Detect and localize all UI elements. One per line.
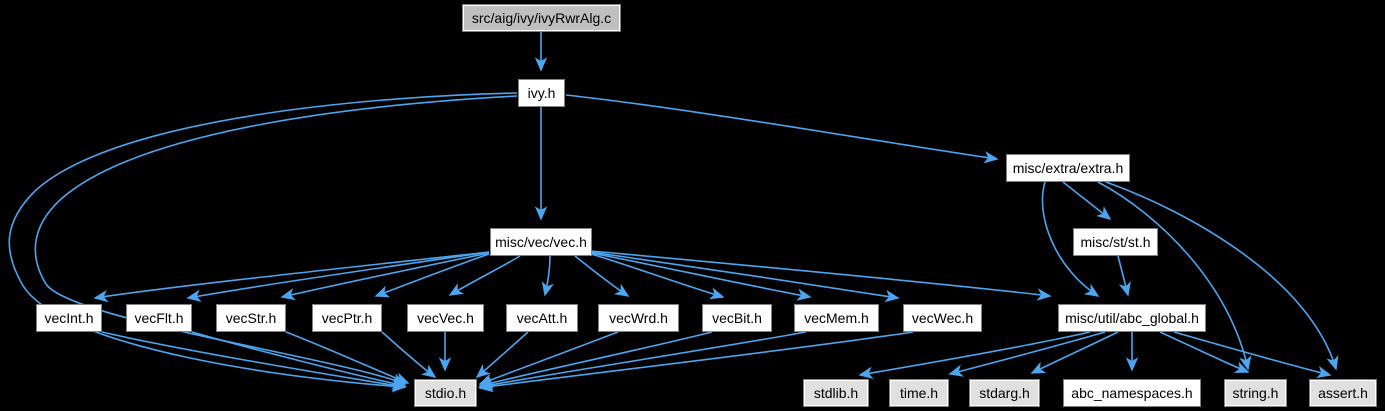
graph-node-vecVec[interactable]: vecVec.h xyxy=(407,304,484,332)
graph-edge xyxy=(448,255,521,296)
graph-edge xyxy=(478,331,914,393)
graph-node-label: vecBit.h xyxy=(712,310,762,326)
graph-edge xyxy=(478,331,807,391)
graph-edge xyxy=(475,331,529,379)
graph-node-extra[interactable]: misc/extra/extra.h xyxy=(1006,154,1130,182)
graph-node-root[interactable]: src/aig/ivy/ivyRwrAlg.c xyxy=(462,4,621,32)
graph-edge xyxy=(374,253,490,298)
graph-node-stdio[interactable]: stdio.h xyxy=(414,379,477,407)
graph-node-abcns[interactable]: abc_namespaces.h xyxy=(1063,379,1201,407)
graph-edge xyxy=(381,331,437,378)
graph-edge xyxy=(1173,331,1332,379)
graph-node-vecFlt[interactable]: vecFlt.h xyxy=(126,304,192,332)
graph-edge xyxy=(285,331,410,385)
graph-node-label: stdio.h xyxy=(424,385,467,401)
graph-edge xyxy=(590,251,900,303)
graph-node-label: vecFlt.h xyxy=(134,310,184,326)
graph-node-label: vecVec.h xyxy=(417,310,474,326)
graph-edge xyxy=(478,331,713,389)
graph-node-label: vecWec.h xyxy=(911,310,974,326)
graph-edge xyxy=(1105,181,1339,371)
graph-edge xyxy=(590,253,725,300)
graph-node-label: vecStr.h xyxy=(225,310,277,326)
graph-node-vec[interactable]: misc/vec/vec.h xyxy=(490,228,592,256)
graph-node-vecStr[interactable]: vecStr.h xyxy=(216,304,286,332)
graph-edge xyxy=(8,92,518,393)
graph-node-label: vecMem.h xyxy=(804,310,869,326)
graph-node-ivy[interactable]: ivy.h xyxy=(518,79,565,107)
graph-edge xyxy=(186,251,490,302)
graph-node-vecPtr[interactable]: vecPtr.h xyxy=(312,304,382,332)
graph-edge xyxy=(948,331,1106,377)
graph-node-label: vecInt.h xyxy=(44,310,94,326)
graph-node-assert[interactable]: assert.h xyxy=(1309,379,1377,407)
graph-node-string[interactable]: string.h xyxy=(1224,379,1287,407)
graph-edge xyxy=(1062,181,1112,220)
graph-edge xyxy=(101,331,407,392)
graph-edge xyxy=(565,94,999,164)
graph-node-label: misc/util/abc_global.h xyxy=(1065,310,1199,326)
graph-node-label: string.h xyxy=(1232,385,1279,401)
graph-edge xyxy=(280,252,490,301)
graph-node-vecWec[interactable]: vecWec.h xyxy=(903,304,982,332)
graph-node-label: src/aig/ivy/ivyRwrAlg.c xyxy=(471,10,612,26)
graph-node-label: stdarg.h xyxy=(979,385,1030,401)
graph-node-label: misc/extra/extra.h xyxy=(1012,160,1124,176)
graph-edge xyxy=(858,331,1091,379)
graph-edge xyxy=(1041,181,1100,297)
graph-node-label: vecPtr.h xyxy=(321,310,373,326)
graph-node-label: assert.h xyxy=(1318,385,1368,401)
graph-edge xyxy=(1030,331,1119,374)
graph-edge xyxy=(590,250,1052,301)
graph-edge xyxy=(574,255,630,297)
graph-node-label: vecWrd.h xyxy=(609,310,668,326)
graph-node-label: ivy.h xyxy=(527,85,556,101)
graph-edge xyxy=(191,331,407,390)
graph-node-abcglobal[interactable]: misc/util/abc_global.h xyxy=(1058,304,1206,332)
graph-node-label: vecAtt.h xyxy=(516,310,568,326)
graph-node-time[interactable]: time.h xyxy=(889,379,949,407)
graph-edge xyxy=(541,255,554,297)
graph-node-vecInt[interactable]: vecInt.h xyxy=(36,304,102,332)
graph-node-label: misc/st/st.h xyxy=(1080,234,1151,250)
graph-node-label: misc/vec/vec.h xyxy=(495,234,587,250)
graph-edge xyxy=(1097,181,1252,371)
graph-node-stdlib[interactable]: stdlib.h xyxy=(803,379,869,407)
graph-node-st[interactable]: misc/st/st.h xyxy=(1073,228,1158,256)
graph-node-label: time.h xyxy=(899,385,939,401)
graph-node-vecWrd[interactable]: vecWrd.h xyxy=(598,304,679,332)
graph-node-label: stdlib.h xyxy=(813,385,859,401)
graph-edge xyxy=(93,251,490,303)
graph-node-vecBit[interactable]: vecBit.h xyxy=(702,304,772,332)
graph-node-vecAtt[interactable]: vecAtt.h xyxy=(506,304,578,332)
graph-edge xyxy=(1117,255,1131,297)
graph-edge xyxy=(1159,331,1250,374)
graph-node-stdarg[interactable]: stdarg.h xyxy=(969,379,1040,407)
graph-edge xyxy=(590,252,812,301)
graph-node-vecMem[interactable]: vecMem.h xyxy=(794,304,879,332)
graph-node-label: abc_namespaces.h xyxy=(1071,385,1193,401)
